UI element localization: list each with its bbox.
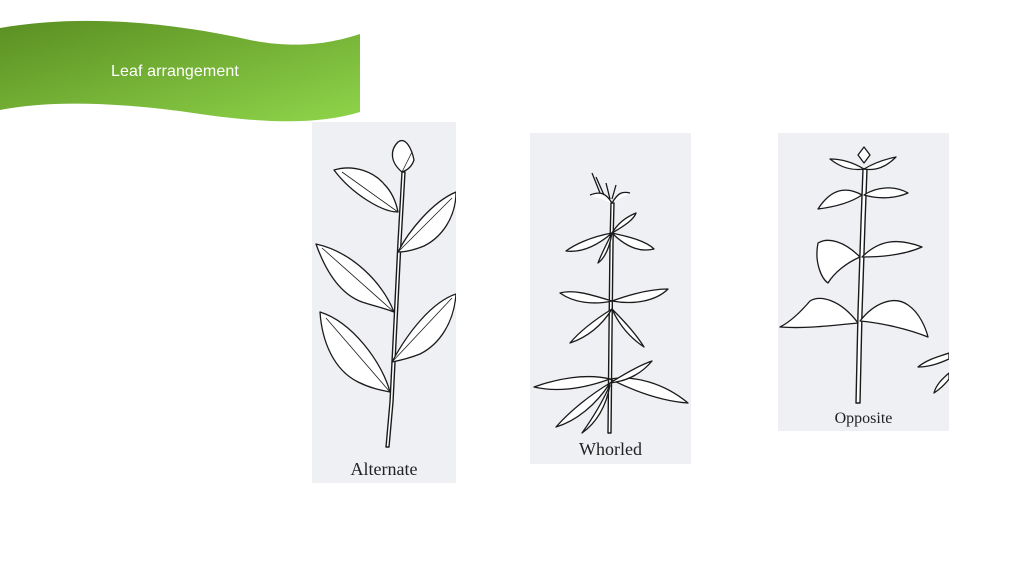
opposite-plant-drawing: [779, 146, 949, 404]
whorled-label: Whorled: [579, 439, 642, 459]
title-banner: Leaf arrangement: [0, 20, 362, 124]
banner-ribbon-shape: [0, 20, 360, 122]
alternate-label: Alternate: [350, 459, 418, 479]
opposite-leaf-illustration: Opposite: [778, 133, 949, 431]
opposite-label: Opposite: [834, 410, 893, 427]
slide-title: Leaf arrangement: [111, 63, 239, 80]
whorled-leaf-illustration: Whorled: [530, 133, 691, 464]
alternate-plant-drawing: [315, 139, 456, 448]
whorled-plant-drawing: [533, 172, 689, 434]
alternate-leaf-illustration: Alternate: [312, 122, 456, 483]
